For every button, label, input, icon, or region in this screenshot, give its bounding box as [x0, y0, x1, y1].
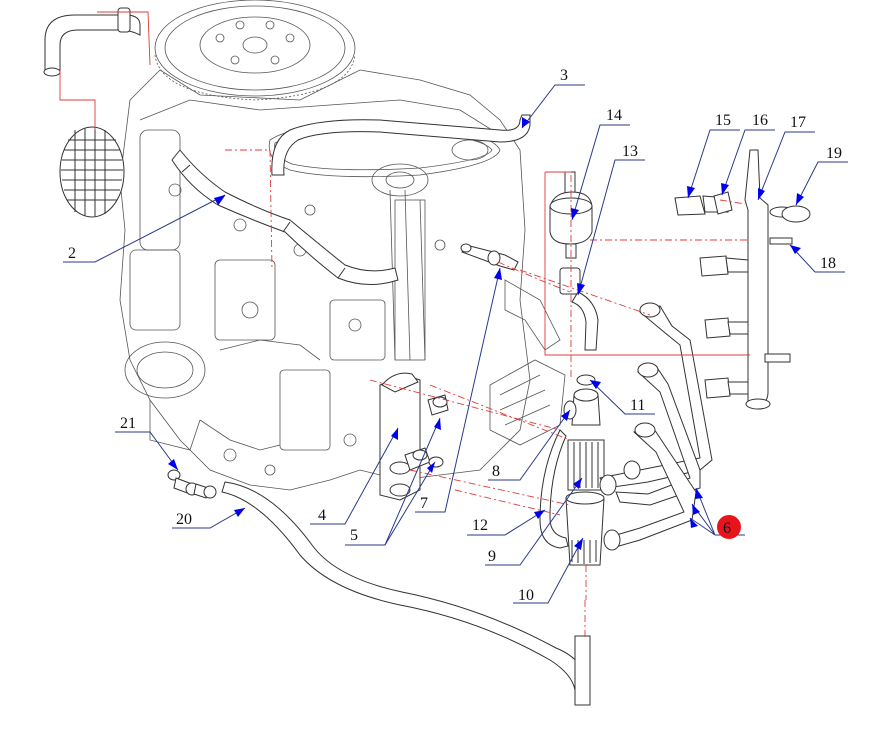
svg-text:12: 12	[472, 517, 488, 534]
svg-text:4: 4	[318, 507, 326, 524]
svg-text:13: 13	[622, 143, 638, 160]
callout-18: 18	[789, 244, 845, 273]
svg-text:5: 5	[350, 527, 358, 544]
svg-text:19: 19	[826, 145, 842, 162]
highlight-marker	[717, 515, 741, 539]
callout-11: 11	[589, 379, 655, 415]
fuel-lines-part-6	[599, 302, 713, 551]
callout-16: 16	[721, 112, 775, 196]
callout-7: 7	[415, 267, 502, 513]
svg-text:10: 10	[518, 587, 534, 604]
callout-13: 13	[577, 143, 645, 296]
callout-10: 10	[513, 537, 584, 604]
hose-part-13	[559, 267, 599, 351]
fuel-filter-assembly	[539, 374, 605, 566]
callout-12: 12	[467, 509, 546, 536]
callout-19: 19	[795, 145, 848, 206]
fittings-part-5	[404, 394, 449, 471]
hose-part-3	[271, 114, 531, 176]
callout-20: 20	[172, 507, 246, 529]
callout-3: 3	[521, 67, 585, 129]
callout-4: 4	[310, 427, 399, 525]
callout-15: 15	[687, 112, 740, 199]
engine-block	[119, 0, 566, 491]
svg-text:8: 8	[492, 463, 500, 480]
bracket-part-4	[379, 372, 421, 501]
intake-screen	[59, 126, 125, 218]
callout-5: 5	[345, 417, 441, 546]
svg-text:7: 7	[420, 495, 428, 512]
svg-text:6: 6	[723, 520, 731, 537]
top-left-hose	[43, 7, 141, 77]
svg-text:20: 20	[176, 511, 192, 528]
callout-17: 17	[757, 114, 815, 201]
svg-text:3: 3	[560, 67, 568, 84]
svg-text:15: 15	[715, 112, 731, 129]
svg-text:9: 9	[488, 548, 496, 565]
callout-9: 9	[485, 477, 583, 566]
svg-text:11: 11	[630, 397, 645, 414]
svg-text:21: 21	[120, 415, 136, 432]
sensor-part-7	[460, 243, 519, 271]
svg-text:18: 18	[820, 255, 836, 272]
callout-2: 2	[63, 194, 226, 263]
callout-14: 14	[571, 107, 630, 221]
svg-text:14: 14	[606, 107, 622, 124]
callout-6: 6	[689, 487, 745, 539]
assembly-centerlines	[59, 11, 750, 640]
svg-text:2: 2	[68, 245, 76, 262]
svg-text:17: 17	[790, 114, 806, 131]
fuel-rail-part-17	[674, 149, 811, 410]
svg-text:16: 16	[752, 112, 768, 129]
fuel-hose-part-20	[221, 481, 591, 706]
callout-8: 8	[488, 409, 571, 481]
callout-21: 21	[115, 415, 179, 471]
fittings-part-21	[167, 469, 217, 499]
